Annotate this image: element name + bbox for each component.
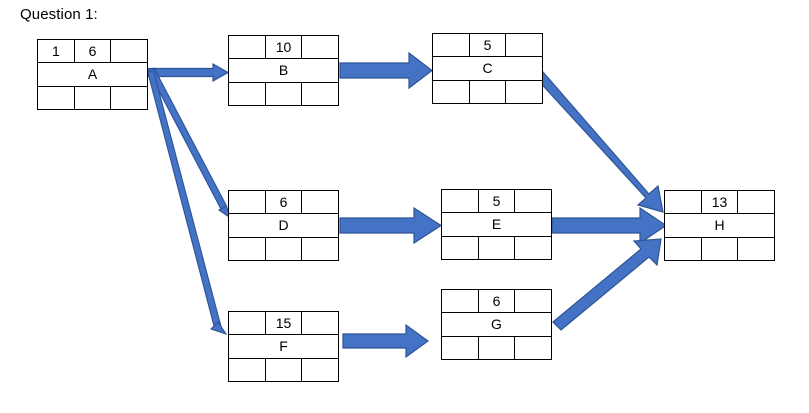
- node-h-slack: [702, 237, 739, 260]
- node-c-label: C: [482, 60, 493, 77]
- node-d-early-start: [229, 191, 266, 214]
- edge-f-to-g: [342, 323, 430, 359]
- node-e-row-bottom: [442, 236, 551, 259]
- node-e-label: E: [491, 216, 502, 233]
- node-a-early-start: 1: [38, 40, 75, 63]
- node-b-late-finish: [302, 83, 338, 105]
- edge-b-to-c: [339, 51, 433, 90]
- node-g-early-finish: [515, 290, 551, 312]
- node-e-row-mid: E: [442, 213, 551, 237]
- node-c-duration: 5: [470, 34, 507, 57]
- node-e-early-finish: [515, 190, 551, 212]
- node-g-late-finish: [515, 337, 551, 359]
- node-h-late-finish: [738, 238, 774, 260]
- node-a-duration: 6: [75, 40, 112, 63]
- edge-g-to-h: [552, 238, 662, 331]
- node-f-row-top: 15: [229, 312, 338, 336]
- node-g-label: G: [491, 316, 502, 333]
- edge-a-to-d: [148, 67, 234, 221]
- node-g-row-mid: G: [442, 313, 551, 337]
- node-d-duration: 6: [266, 191, 303, 214]
- node-f-late-finish: [302, 359, 338, 381]
- node-f-early-finish: [302, 312, 338, 334]
- node-a-late-start: [38, 86, 75, 109]
- node-f-late-start: [229, 358, 266, 381]
- node-e-row-top: 5: [442, 190, 551, 214]
- node-b-early-finish: [302, 36, 338, 58]
- node-b-duration: 10: [266, 36, 303, 59]
- node-h[interactable]: 13 H: [664, 190, 775, 261]
- node-f-early-start: [229, 312, 266, 335]
- node-a[interactable]: 1 6 A: [37, 39, 148, 110]
- node-c-late-finish: [506, 81, 542, 103]
- node-e-late-finish: [515, 237, 551, 259]
- node-c-late-start: [433, 80, 470, 103]
- edge-e-to-h: [551, 206, 668, 245]
- node-h-row-bottom: [665, 237, 774, 260]
- node-a-early-finish: [111, 40, 147, 62]
- node-e-slack: [479, 236, 516, 259]
- node-d[interactable]: 6 D: [228, 190, 339, 261]
- edge-c-to-h: [535, 71, 664, 213]
- node-h-row-mid: H: [665, 214, 774, 238]
- node-c[interactable]: 5 C: [432, 33, 543, 104]
- node-h-duration: 13: [702, 191, 739, 214]
- node-d-row-bottom: [229, 237, 338, 260]
- node-f-slack: [266, 358, 303, 381]
- node-f-duration: 15: [266, 312, 303, 335]
- node-g[interactable]: 6 G: [441, 289, 552, 360]
- node-d-row-mid: D: [229, 214, 338, 238]
- node-e-early-start: [442, 190, 479, 213]
- edge-a-to-f: [147, 68, 228, 336]
- node-b-row-top: 10: [229, 36, 338, 60]
- node-b-slack: [266, 82, 303, 105]
- node-b-row-bottom: [229, 82, 338, 105]
- node-a-label: A: [87, 66, 98, 83]
- node-f-row-bottom: [229, 358, 338, 381]
- node-b-row-mid: B: [229, 59, 338, 83]
- node-f-label: F: [279, 338, 288, 355]
- node-c-early-start: [433, 34, 470, 57]
- node-d-late-finish: [302, 238, 338, 260]
- node-c-slack: [470, 80, 507, 103]
- node-b-label: B: [278, 62, 289, 79]
- node-a-row-mid: A: [38, 63, 147, 87]
- node-e-late-start: [442, 236, 479, 259]
- node-h-row-top: 13: [665, 191, 774, 215]
- node-g-early-start: [442, 290, 479, 313]
- node-b-early-start: [229, 36, 266, 59]
- node-b-late-start: [229, 82, 266, 105]
- node-c-early-finish: [506, 34, 542, 56]
- node-f-row-mid: F: [229, 335, 338, 359]
- node-c-row-mid: C: [433, 57, 542, 81]
- node-c-row-bottom: [433, 80, 542, 103]
- node-g-duration: 6: [479, 290, 516, 313]
- node-b[interactable]: 10 B: [228, 35, 339, 106]
- node-d-slack: [266, 237, 303, 260]
- node-a-slack: [75, 86, 112, 109]
- node-e[interactable]: 5 E: [441, 189, 552, 260]
- node-a-row-bottom: [38, 86, 147, 109]
- node-g-late-start: [442, 336, 479, 359]
- node-d-early-finish: [302, 191, 338, 213]
- page-title: Question 1:: [20, 6, 98, 23]
- node-d-label: D: [278, 217, 289, 234]
- node-a-row-top: 1 6: [38, 40, 147, 64]
- node-h-early-start: [665, 191, 702, 214]
- node-d-row-top: 6: [229, 191, 338, 215]
- node-d-late-start: [229, 237, 266, 260]
- node-g-row-bottom: [442, 336, 551, 359]
- node-a-late-finish: [111, 87, 147, 109]
- edge-d-to-e: [339, 206, 443, 245]
- node-e-duration: 5: [479, 190, 516, 213]
- node-c-row-top: 5: [433, 34, 542, 58]
- node-h-label: H: [714, 217, 725, 234]
- node-h-late-start: [665, 237, 702, 260]
- node-g-slack: [479, 336, 516, 359]
- node-g-row-top: 6: [442, 290, 551, 314]
- node-h-early-finish: [738, 191, 774, 213]
- node-f[interactable]: 15 F: [228, 311, 339, 382]
